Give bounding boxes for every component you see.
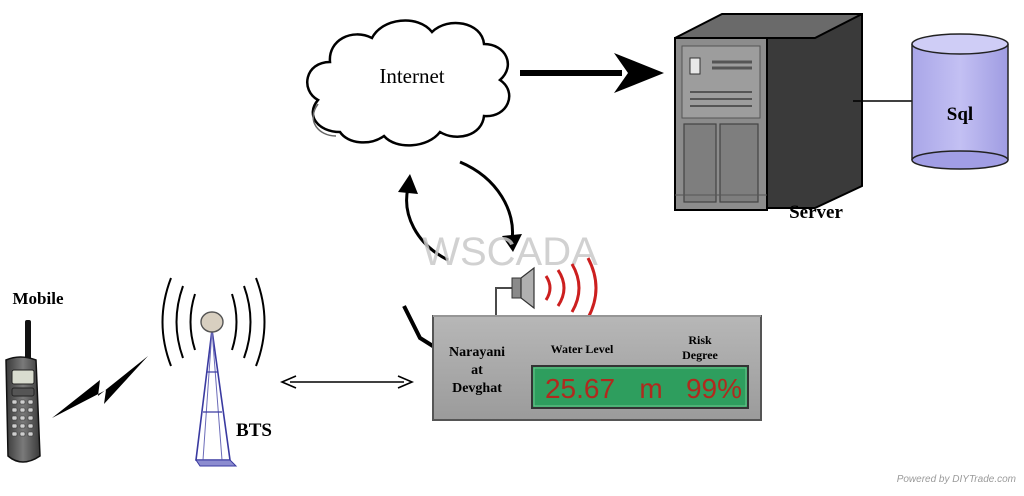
- bts-radio-waves: [161, 277, 266, 367]
- server-label: Server: [789, 202, 843, 223]
- cell-tower-icon: [195, 311, 238, 467]
- cordless-phone-icon: [5, 320, 41, 463]
- watermark: WSCADA: [422, 230, 598, 274]
- readout-display: 25.67 m 99%: [531, 365, 749, 409]
- internet-label: Internet: [379, 64, 444, 88]
- bts-node: BTS: [161, 277, 272, 467]
- water-level-value: 25.67: [545, 373, 615, 404]
- signal-waves-icon: [544, 257, 598, 319]
- server-node: Server: [674, 13, 863, 223]
- station-name-line1: Narayani: [449, 345, 505, 360]
- station-whip-antenna: [402, 305, 438, 350]
- risk-value: 99%: [686, 373, 742, 404]
- station-name-line2: at: [471, 363, 483, 378]
- bts-label: BTS: [236, 420, 272, 441]
- antenna-mast: [495, 287, 516, 316]
- database-node: Sql: [911, 33, 1009, 170]
- directional-antenna-icon: [511, 266, 535, 310]
- station-name-line3: Devghat: [452, 381, 502, 396]
- wireless-link-bolt-icon: [52, 356, 148, 418]
- internet-to-server-arrow: [520, 53, 664, 93]
- server-tower-icon: [674, 13, 863, 211]
- database-label: Sql: [947, 104, 973, 125]
- risk-label-line1: Risk: [688, 333, 712, 347]
- cloud-icon: [306, 19, 511, 147]
- water-level-unit: m: [639, 373, 662, 404]
- database-cylinder-icon: [911, 33, 1009, 170]
- risk-label-line2: Degree: [682, 348, 718, 362]
- internet-node: Internet: [306, 19, 511, 147]
- water-level-label: Water Level: [551, 342, 614, 356]
- station-panel: Narayani at Devghat Water Level Risk Deg…: [402, 305, 762, 421]
- mobile-node: Mobile: [5, 289, 64, 463]
- station-antenna: [495, 257, 598, 319]
- mobile-label: Mobile: [13, 289, 64, 308]
- powered-by-footer: Powered by DIYTrade.com: [897, 474, 1016, 485]
- internet-station-exchange-arrows: [398, 160, 522, 262]
- bts-station-link: [279, 375, 415, 389]
